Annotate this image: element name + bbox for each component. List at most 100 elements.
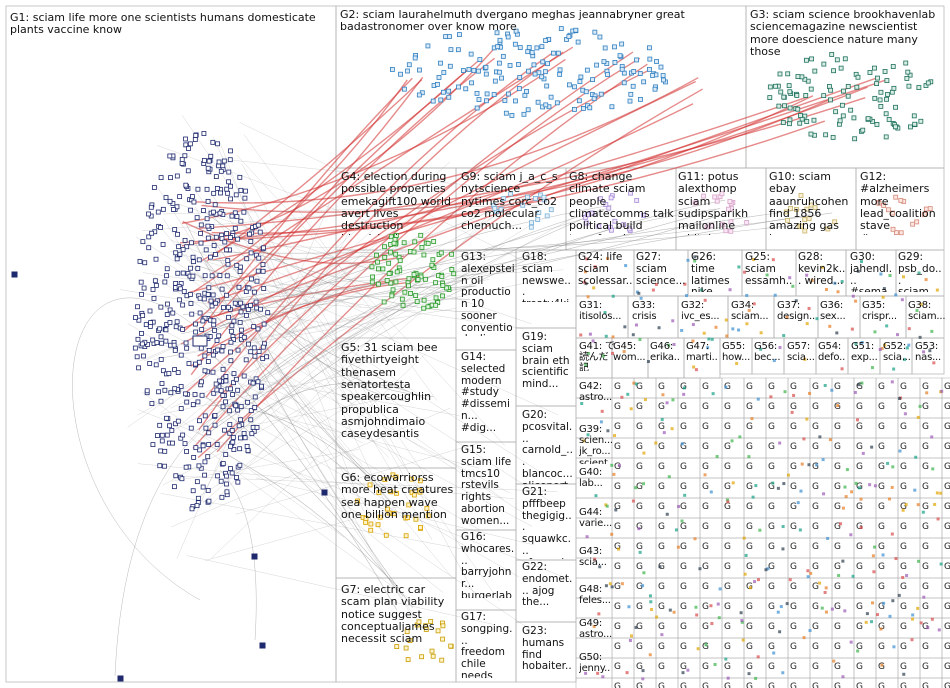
mini-group-tag: G — [614, 522, 621, 532]
node — [477, 69, 481, 73]
small-node — [685, 294, 688, 297]
group-label-g9: G9: sciam j_a_c_s nytscience nytimes cor… — [461, 171, 565, 235]
node — [610, 105, 614, 109]
mini-group-tag: G — [944, 582, 950, 592]
small-node — [614, 508, 617, 511]
node — [165, 313, 169, 317]
small-node — [825, 586, 828, 589]
mini-group-tag: G — [680, 682, 687, 688]
small-node — [911, 618, 914, 621]
small-node — [799, 528, 802, 531]
node — [261, 345, 265, 349]
node — [249, 303, 253, 307]
small-node — [831, 608, 834, 611]
group-label-g55: G55: how... — [722, 341, 752, 367]
node — [879, 90, 883, 94]
small-node — [663, 431, 666, 434]
node — [878, 98, 882, 102]
node — [224, 248, 228, 252]
node — [829, 88, 833, 92]
small-node — [865, 621, 868, 624]
group-label-g34: G34: sciam... — [731, 300, 773, 326]
small-node — [845, 495, 848, 498]
node — [661, 74, 665, 78]
node — [207, 431, 211, 435]
node — [175, 320, 179, 324]
mini-group-tag: G — [614, 442, 621, 452]
small-node — [824, 591, 827, 594]
small-node — [913, 489, 916, 492]
node — [371, 275, 375, 279]
node — [777, 104, 781, 108]
small-node — [882, 553, 885, 556]
node — [390, 67, 394, 71]
node — [237, 285, 241, 289]
node — [517, 87, 521, 91]
node — [261, 356, 265, 360]
mini-group-tag: G — [724, 442, 731, 452]
node — [221, 367, 225, 371]
node — [173, 387, 177, 391]
node — [890, 90, 894, 94]
node — [653, 87, 657, 91]
node — [229, 387, 233, 391]
node — [159, 176, 163, 180]
node — [225, 293, 229, 297]
small-node — [933, 503, 936, 506]
node — [567, 83, 571, 87]
mini-group-tag: G — [856, 402, 863, 412]
node — [261, 269, 265, 273]
small-node — [641, 584, 644, 587]
small-node — [727, 677, 730, 680]
node — [391, 288, 395, 292]
small-node — [634, 486, 637, 489]
group-label-g38: G38: sciam... — [908, 300, 946, 326]
small-node — [750, 417, 753, 420]
mini-group-tag: G — [768, 442, 775, 452]
mini-group-tag: G — [922, 562, 929, 572]
node — [535, 46, 539, 50]
small-node — [744, 573, 747, 576]
node — [206, 224, 210, 228]
node — [598, 35, 602, 39]
small-node — [617, 548, 620, 551]
node — [556, 51, 560, 55]
mini-group-tag: G — [768, 642, 775, 652]
mini-group-tag: G — [878, 582, 885, 592]
mini-group-tag: G — [922, 682, 929, 688]
node — [168, 424, 172, 428]
node — [485, 92, 489, 96]
node — [841, 89, 845, 93]
node — [163, 280, 167, 284]
mini-group-tag: G — [746, 642, 753, 652]
node — [796, 75, 800, 79]
node — [599, 92, 603, 96]
mini-group-tag: G — [768, 462, 775, 472]
node — [497, 61, 501, 65]
node — [602, 60, 606, 64]
node — [647, 67, 651, 71]
node — [177, 245, 181, 249]
mini-group-tag: G — [636, 442, 643, 452]
node — [149, 205, 153, 209]
small-node — [681, 519, 684, 522]
mini-group-tag: G — [834, 462, 841, 472]
node — [181, 433, 185, 437]
node — [492, 93, 496, 97]
node — [788, 118, 792, 122]
small-node — [940, 563, 943, 566]
node — [227, 315, 231, 319]
mini-group-tag: G — [680, 402, 687, 412]
mini-group-tag: G — [658, 682, 665, 688]
mini-group-tag: G — [812, 642, 819, 652]
small-node — [860, 498, 863, 501]
small-node — [919, 336, 922, 339]
node — [238, 447, 242, 451]
node — [866, 117, 870, 121]
small-node — [764, 568, 767, 571]
mini-group-tag: G — [834, 502, 841, 512]
mini-group-tag: G — [834, 382, 841, 392]
mini-group-tag: G — [834, 682, 841, 688]
small-node — [611, 335, 614, 338]
node — [464, 87, 468, 91]
